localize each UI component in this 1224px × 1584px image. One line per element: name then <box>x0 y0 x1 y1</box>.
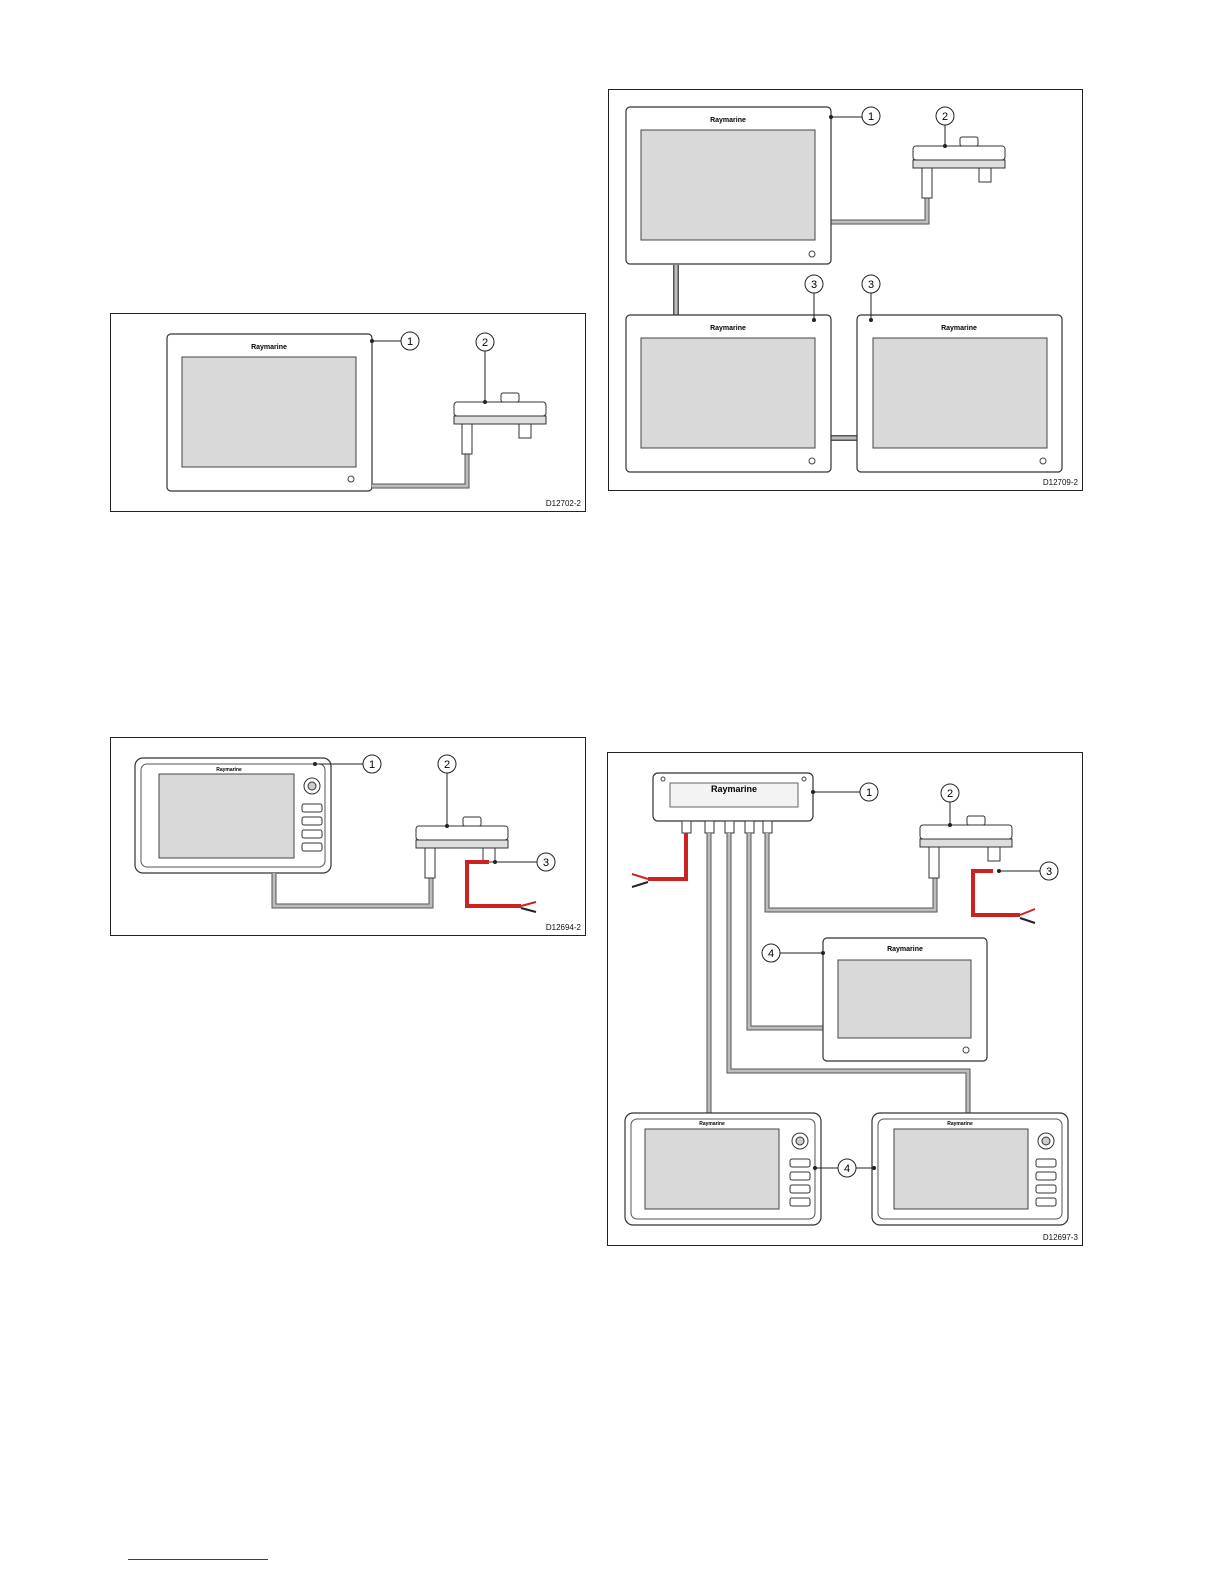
callout-label: 4 <box>768 948 774 960</box>
footnote-rule <box>128 1559 268 1560</box>
network-cable <box>372 454 467 486</box>
soft-key <box>302 817 322 825</box>
soft-key <box>1036 1185 1056 1193</box>
callout-label: 2 <box>444 759 450 771</box>
network-cable <box>767 833 935 910</box>
callout-label: 2 <box>482 337 488 349</box>
soft-key <box>790 1185 810 1193</box>
figure-d12694: Raymarine 1 2 3 D12694-2 <box>110 737 586 936</box>
callout-label: 1 <box>369 759 375 771</box>
network-cable <box>274 873 431 906</box>
brand-logo: Raymarine <box>216 767 242 773</box>
callout-label: 1 <box>866 787 872 799</box>
soft-key <box>1036 1172 1056 1180</box>
brand-logo: Raymarine <box>947 1121 973 1127</box>
diagram-canvas: Raymarine Raymarine Raymarine 1 2 3 <box>609 90 1082 490</box>
brand-logo: Raymarine <box>699 1121 725 1127</box>
diagram-canvas: Raymarine 1 2 3 <box>111 738 585 935</box>
figure-id: D12702-2 <box>546 499 581 508</box>
display-screen <box>873 338 1047 448</box>
display-screen <box>838 960 971 1038</box>
brand-logo: Raymarine <box>887 946 923 953</box>
figure-d12709: Raymarine Raymarine Raymarine 1 2 3 <box>608 89 1083 491</box>
callout-label: 1 <box>868 111 874 123</box>
brand-logo: Raymarine <box>251 344 287 351</box>
soft-key <box>302 843 322 851</box>
power-cable <box>973 871 1020 915</box>
callout-label: 2 <box>947 788 953 800</box>
callout-label: 1 <box>407 336 413 348</box>
brand-logo: Raymarine <box>710 325 746 332</box>
keypad-unit <box>913 146 1005 160</box>
network-cable <box>749 833 823 1028</box>
callout-label: 3 <box>543 857 549 869</box>
callout-label: 3 <box>811 279 817 291</box>
figure-d12702: Raymarine 1 2 D12702-2 <box>110 313 586 512</box>
display-screen <box>645 1129 779 1209</box>
figure-id: D12697-3 <box>1043 1233 1078 1242</box>
soft-key <box>302 830 322 838</box>
power-cable <box>648 833 686 879</box>
soft-key <box>790 1159 810 1167</box>
soft-key <box>790 1172 810 1180</box>
brand-logo: Raymarine <box>711 784 757 794</box>
keypad-unit <box>416 826 508 840</box>
display-screen <box>182 357 356 467</box>
callout-label: 2 <box>942 111 948 123</box>
network-cable <box>831 175 927 222</box>
soft-key <box>1036 1159 1056 1167</box>
keypad-unit <box>920 825 1012 839</box>
display-screen <box>159 774 294 858</box>
display-screen <box>894 1129 1028 1209</box>
diagram-canvas: Raymarine Raymarine <box>608 753 1082 1245</box>
callout-label: 3 <box>1046 866 1052 878</box>
power-cable <box>467 862 521 906</box>
keypad-unit <box>454 402 546 416</box>
callout-label: 4 <box>844 1163 850 1175</box>
soft-key <box>790 1198 810 1206</box>
diagram-canvas: Raymarine 1 2 <box>111 314 585 511</box>
figure-d12697: Raymarine Raymarine <box>607 752 1083 1246</box>
brand-logo: Raymarine <box>941 325 977 332</box>
display-screen <box>641 130 815 240</box>
callout-label: 3 <box>868 279 874 291</box>
figure-id: D12694-2 <box>546 923 581 932</box>
display-screen <box>641 338 815 448</box>
figure-id: D12709-2 <box>1043 478 1078 487</box>
soft-key <box>1036 1198 1056 1206</box>
brand-logo: Raymarine <box>710 117 746 124</box>
soft-key <box>302 804 322 812</box>
